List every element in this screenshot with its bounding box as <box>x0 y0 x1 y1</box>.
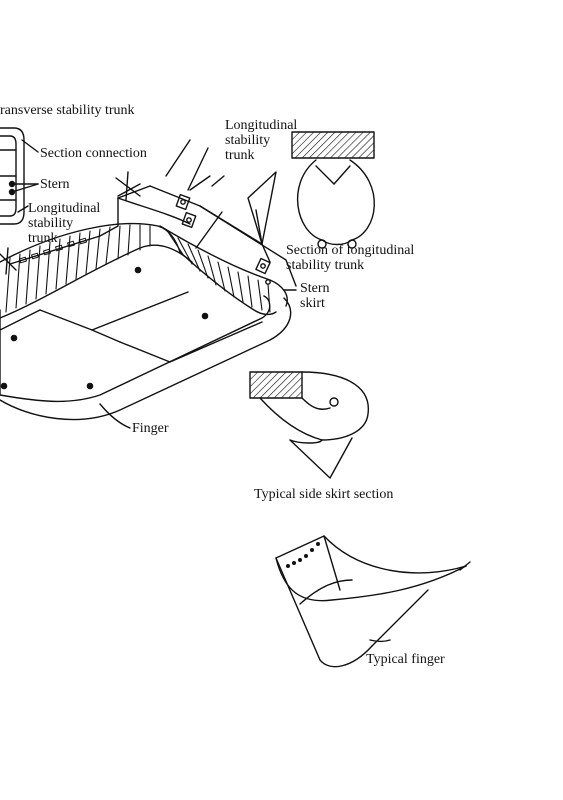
label-section-longitudinal-trunk-2: stability trunk <box>286 258 365 273</box>
label-stern: Stern <box>40 177 70 192</box>
label-longitudinal-trunk-top-3: trunk <box>225 148 255 163</box>
label-stern-skirt-1: Stern <box>300 281 330 296</box>
side-skirt-section-detail <box>249 371 369 479</box>
label-typical-side-skirt-section: Typical side skirt section <box>254 487 394 502</box>
plan-view-inset <box>0 127 39 225</box>
label-stern-skirt-2: skirt <box>300 296 325 311</box>
label-section-longitudinal-trunk-1: Section of longitudinal <box>286 243 415 258</box>
label-longitudinal-trunk-top-1: Longitudinal <box>225 118 298 133</box>
label-longitudinal-trunk-left-2: stability <box>28 216 74 231</box>
label-typical-finger: Typical finger <box>366 652 445 667</box>
trunk-section-detail <box>291 131 375 249</box>
label-transverse-stability-trunk: ransverse stability trunk <box>0 103 135 118</box>
label-section-connection: Section connection <box>40 146 147 161</box>
label-longitudinal-trunk-left-3: trunk <box>28 231 58 246</box>
typical-finger-detail <box>275 535 471 668</box>
craft-underside <box>0 139 297 429</box>
label-finger: Finger <box>132 421 169 436</box>
label-longitudinal-trunk-left-1: Longitudinal <box>28 201 101 216</box>
label-longitudinal-trunk-top-2: stability <box>225 133 271 148</box>
